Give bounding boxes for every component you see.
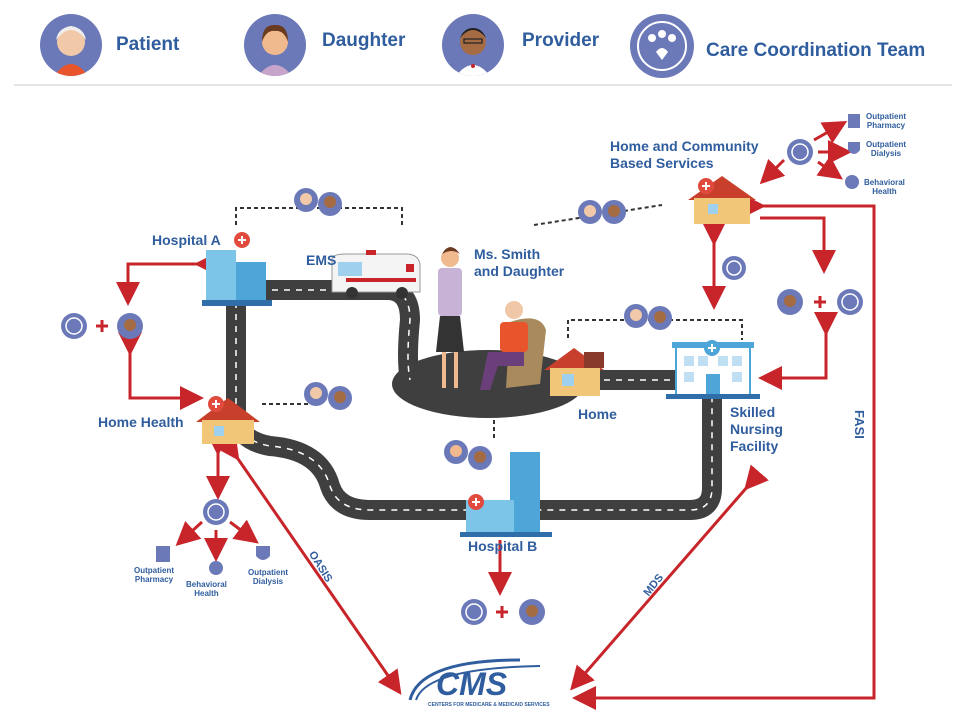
home-health-label: Home Health	[98, 414, 184, 430]
home-label: Home	[578, 406, 617, 422]
home-house	[544, 348, 604, 396]
cms-subtitle: CENTERS FOR MEDICARE & MEDICAID SERVICES	[428, 702, 550, 708]
legend: Patient Daughter Provider Care Coordinat…	[14, 6, 952, 86]
hh-pharmacy-label: Outpatient Pharmacy	[134, 566, 174, 584]
home-health-house	[196, 396, 260, 444]
snf-label: Skilled Nursing Facility	[730, 404, 783, 454]
hcbs-dialysis-label: Outpatient Dialysis	[866, 140, 906, 158]
patient-avatar-icon	[40, 14, 102, 76]
hh-dialysis-label: Outpatient Dialysis	[248, 568, 288, 586]
ems-label: EMS	[306, 252, 337, 268]
legend-care-team-label: Care Coordination Team	[706, 40, 926, 61]
snf-building	[666, 340, 760, 399]
ms-smith-and-daughter-figure	[436, 247, 546, 390]
hospital-b-building	[460, 452, 552, 537]
legend-patient-label: Patient	[116, 34, 180, 55]
hh-behavioral-label: Behavioral Health	[186, 580, 227, 598]
cms-logo	[408, 658, 541, 701]
hospital-a-building	[202, 232, 272, 306]
hcbs-label: Home and Community Based Services	[610, 138, 759, 171]
red-arrows	[116, 121, 876, 710]
provider-avatar-icon	[442, 14, 504, 76]
daughter-avatar-icon	[244, 14, 306, 76]
hospital-a-label: Hospital A	[152, 232, 221, 248]
hospital-b-label: Hospital B	[468, 538, 538, 554]
legend-care-team: Care Coordination Team	[630, 14, 954, 78]
legend-daughter: Daughter	[244, 14, 444, 76]
ms-smith-label: Ms. Smith and Daughter	[474, 246, 565, 279]
small-avatars	[61, 114, 863, 625]
fasi-label: FASI	[852, 410, 867, 439]
cms-wordmark: CMS	[436, 666, 508, 702]
legend-patient: Patient	[40, 14, 240, 76]
hcbs-behavioral-label: Behavioral Health	[864, 178, 905, 196]
legend-daughter-label: Daughter	[322, 30, 406, 51]
legend-provider-label: Provider	[522, 30, 600, 51]
legend-provider: Provider	[442, 14, 642, 76]
ambulance	[331, 250, 421, 299]
care-team-avatar-icon	[630, 14, 694, 78]
hcbs-pharmacy-label: Outpatient Pharmacy	[866, 112, 906, 130]
hcbs-house	[688, 176, 756, 224]
